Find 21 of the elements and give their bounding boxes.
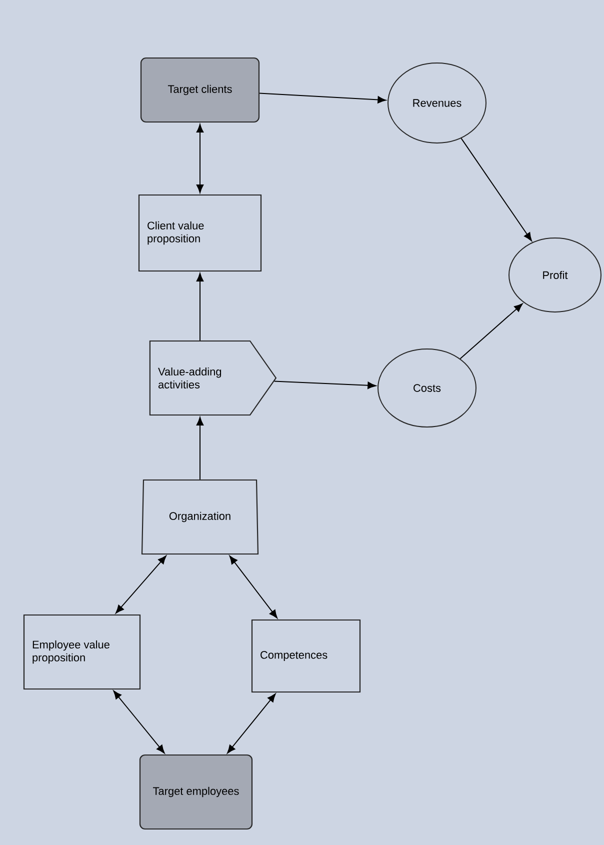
ellipse-node: Revenues <box>388 62 486 144</box>
arrow <box>460 138 532 242</box>
ellipse-node: Costs <box>378 348 476 428</box>
arrow <box>196 124 204 194</box>
arrow <box>274 380 376 389</box>
trapezium-box: Organization <box>141 479 259 555</box>
arrow <box>196 272 204 341</box>
arrow <box>113 690 165 754</box>
pentagon-box: Value-adding activities <box>149 340 277 416</box>
target-box: Target employees <box>139 754 253 830</box>
arrow <box>227 694 276 754</box>
arrow <box>460 303 523 360</box>
arrow <box>229 556 278 618</box>
process-box: Competences <box>251 619 361 693</box>
ellipse-node: Profit <box>508 238 602 312</box>
target-box: Target clients <box>140 57 260 123</box>
process-box: Client value proposition <box>138 194 262 272</box>
arrow <box>259 92 386 104</box>
arrow <box>116 556 166 614</box>
process-box: Employee value proposition <box>23 614 141 690</box>
arrow <box>196 416 204 480</box>
